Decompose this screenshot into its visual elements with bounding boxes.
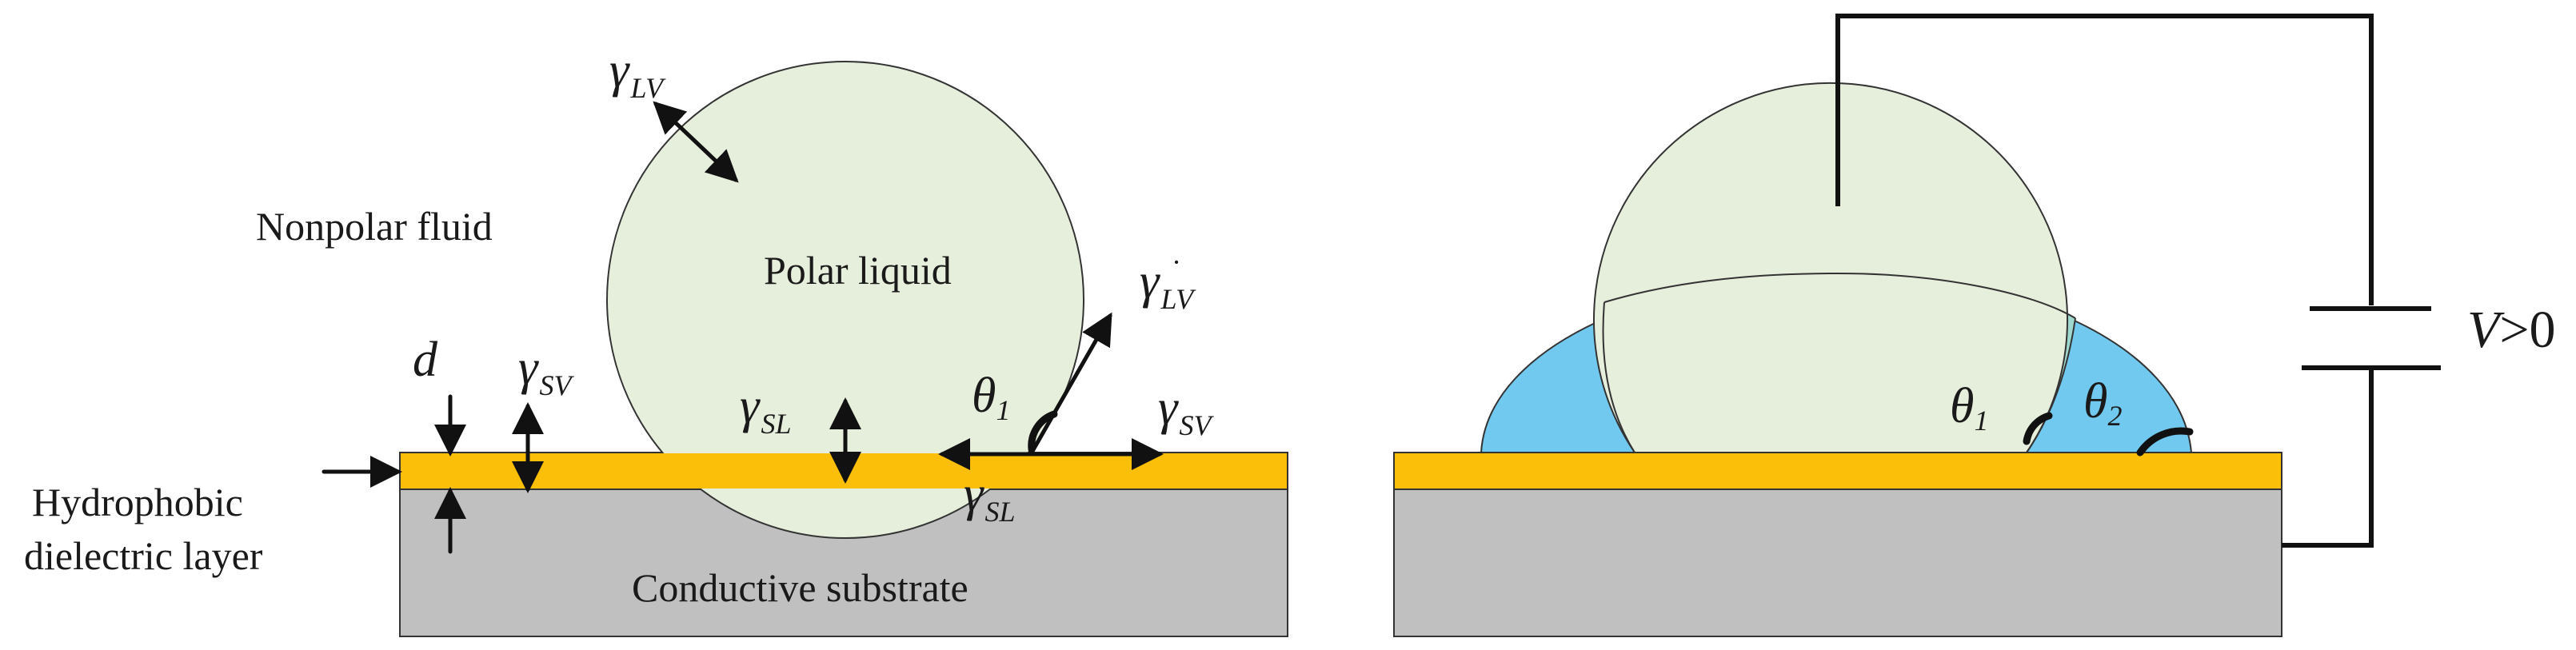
electrode-wire [1835,14,2374,305]
thickness-label: d [413,333,438,387]
theta2-arc [2136,427,2194,457]
gamma-lv-tangent-arrow [1029,312,1112,455]
gamma-sl-mid-label: γSL [740,379,791,440]
voltage-label: V>0 [2467,301,2556,359]
gamma-sv-left-label: γSV [518,341,574,401]
gamma-lv-arrow [653,101,739,183]
ground-wire [2282,368,2374,548]
dielectric-label-line2: dielectric layer [24,533,263,578]
gamma-lv-right-label: γLV [1140,254,1196,315]
right-panel: θ1 θ2 V>0 [1393,14,2556,637]
theta2-label: θ2 [2083,374,2122,432]
gamma-lv-right-mark: · [1172,246,1180,278]
gamma-lv-top-label: γLV [609,43,666,104]
theta1-label-left: θ1 [972,369,1010,426]
nonpolar-fluid-label: Nonpolar fluid [256,204,493,249]
spread-droplet-top-edge [1604,272,2076,319]
substrate-label: Conductive substrate [632,565,968,610]
theta1-arc-right [2023,412,2053,445]
original-droplet-inner-line [1602,301,2076,453]
theta1-arc-left [1028,410,1058,453]
original-droplet [1593,82,2068,453]
substrate-right [1393,488,2282,637]
dielectric-layer-right [1393,452,2282,490]
polar-liquid-label: Polar liquid [764,248,952,293]
theta1-label-right: θ1 [1950,379,1988,437]
gamma-sl-bottom-label: γSL [964,467,1015,528]
left-panel: γLV Nonpolar fluid Polar liquid d Hydrop… [24,43,1288,637]
dielectric-label-line1: Hydrophobic [32,480,243,524]
gamma-sv-right-label: γSV [1158,381,1214,441]
dielectric-layer-mask [560,453,1136,488]
